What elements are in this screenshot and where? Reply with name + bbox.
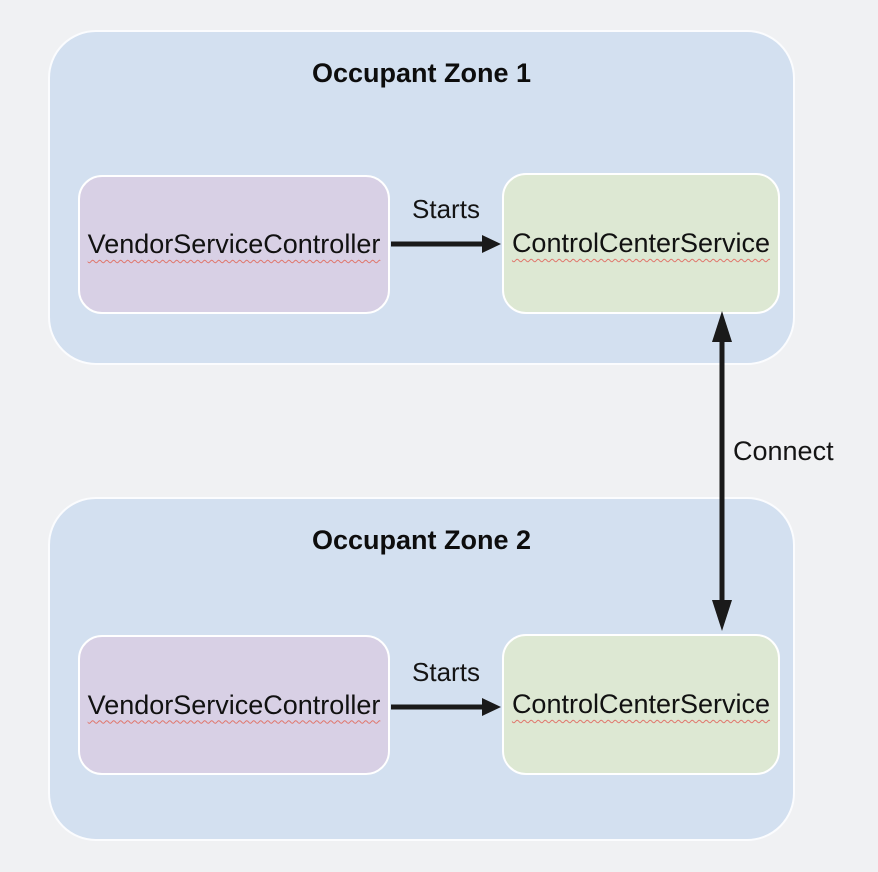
zone-2-title: Occupant Zone 2 <box>311 525 532 555</box>
zone-occupant-zone-2: Occupant Zone 2 VendorServiceController … <box>48 497 795 841</box>
starts-edge-label-zone1: Starts <box>412 194 480 224</box>
node-label: VendorServiceController <box>87 689 381 720</box>
zone-1-title: Occupant Zone 1 <box>311 58 532 88</box>
starts-arrow-zone2 <box>391 698 501 716</box>
node-vendor-service-controller-zone2: VendorServiceController <box>78 635 390 775</box>
connect-edge-label: Connect <box>733 436 834 466</box>
node-vendor-service-controller-zone1: VendorServiceController <box>78 175 390 314</box>
node-control-center-service-zone2: ControlCenterService <box>502 634 780 775</box>
node-control-center-service-zone1: ControlCenterService <box>502 173 780 314</box>
node-label: ControlCenterService <box>511 689 771 719</box>
starts-edge-label-zone2: Starts <box>412 657 480 687</box>
starts-arrow-zone1 <box>391 235 501 253</box>
zone-occupant-zone-1: Occupant Zone 1 VendorServiceController … <box>48 30 795 365</box>
node-label: ControlCenterService <box>511 228 771 258</box>
connect-arrow <box>712 311 732 631</box>
node-label: VendorServiceController <box>87 229 381 259</box>
